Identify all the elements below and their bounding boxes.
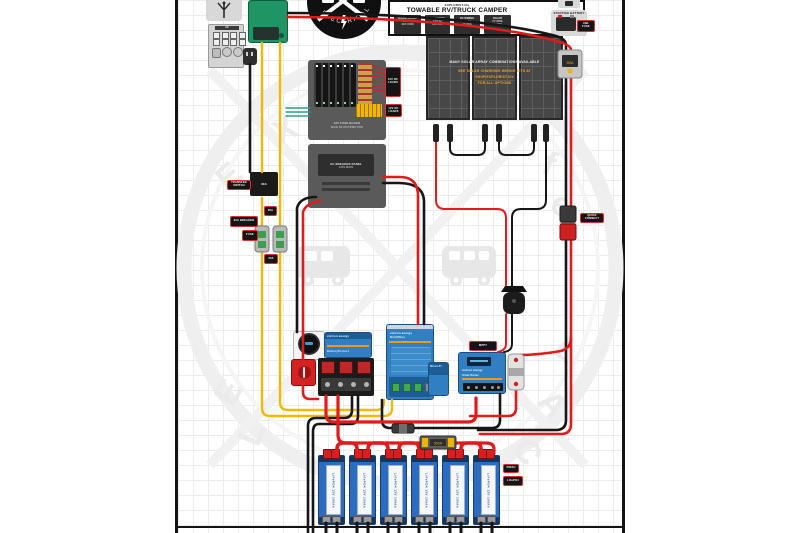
ac-breaker-inner: AC BREAKER PANEL 120V MAIN [318, 154, 374, 176]
shore-power-plug [243, 48, 257, 65]
solar-note: MANY SOLAR ARRAY COMBINATIONS AVAILABLE … [427, 60, 562, 85]
battery-monitor-gauge [298, 333, 320, 355]
dc-distribution-panel: 12V FUSE BLOCK MAIN DC DISTRIBUTION [308, 60, 386, 140]
battery-5: LiFePO4 12V 100Ah [442, 449, 469, 525]
device-name-text: BatteryProtect [327, 349, 350, 353]
legend-line: 10 AWG [493, 23, 502, 27]
antenna-icon [217, 1, 231, 18]
victron-battery-protect: victron energy BatteryProtect [324, 332, 372, 358]
title-small: EXPLORIST.life [444, 3, 470, 7]
legend-box-ac: AC WIRING 120V AC 12/2 AWG [425, 15, 450, 34]
legend-box-dc: DC WIRING 12V DC 2/0 AWG [454, 15, 480, 34]
alternator-box [558, 0, 580, 8]
orange-stripe [462, 378, 502, 380]
dc-panel-line1: 12V FUSE BLOCK [333, 121, 361, 125]
legend-line: 2/0 AWG [462, 23, 472, 27]
fuse-callout-label: FUSE [242, 230, 258, 241]
fuse-busbar-block [318, 358, 374, 396]
orange-stripe [327, 345, 369, 347]
amp-label-2: 30A [264, 254, 278, 264]
orange-stripe [389, 341, 431, 343]
victron-smartsolar-mppt: victron energy SmartSolar [458, 352, 506, 394]
legend-box-shore: SHORE POWER 120V AC 10/3 CORD [394, 15, 421, 34]
victron-brand-text: victron energy [327, 334, 350, 338]
ac-breaker-sub-text: 120V MAIN [338, 165, 354, 169]
solar-note-line1: MANY SOLAR ARRAY COMBINATIONS AVAILABLE [449, 60, 540, 64]
dc-panel-line2: MAIN DC DISTRIBUTION [331, 126, 363, 129]
bank-chemistry-label: LiFePO4 [503, 476, 523, 486]
mppt-terminals [463, 383, 503, 391]
breaker-row [213, 32, 246, 39]
battery-2: LiFePO4 12V 100Ah [349, 449, 376, 525]
page-title: TOWABLE RV/TRUCK CAMPER [406, 7, 508, 14]
alternator-icon [565, 1, 573, 6]
dc-loads-label-1: 12V DC LOADS [385, 67, 401, 97]
battery-label: LiFePO4 12V 100Ah [486, 472, 491, 508]
legend-box-solar: SOLAR PV WIRE 10 AWG [484, 15, 511, 34]
battery-6: LiFePO4 12V 100Ah [473, 449, 500, 525]
mppt-callout-label: MPPT [469, 341, 497, 351]
legend-line: 10/3 CORD [401, 23, 414, 27]
victron-orion-dcdc: Orion-Tr [428, 362, 449, 396]
ac-distribution-panel: AC [208, 24, 246, 68]
anl-fuse-label: ANL FUSE [577, 20, 595, 32]
outlet-square [212, 48, 221, 58]
breaker-row [213, 39, 246, 46]
victron-brand-text: victron energy [462, 369, 483, 372]
multiplus-face [391, 347, 431, 375]
solar-note-line4: FOR ALL OPTIONS [477, 81, 512, 85]
mppt-display [467, 357, 491, 366]
dc-loads-label-2: 12V DC LOADS [385, 104, 402, 117]
battery-label: LiFePO4 12V 100Ah [331, 472, 336, 508]
transfer-switch-text: 30A [260, 182, 268, 186]
solar-note-line2: SEE SOLAR CHARGING WIRING KITS AT [458, 69, 531, 73]
starting-battery-icon [556, 15, 576, 31]
dc-breaker-bank [314, 63, 356, 107]
legend-line: 12/2 AWG [432, 23, 443, 27]
battery-3: LiFePO4 12V 100Ah [380, 449, 407, 525]
battery-label: LiFePO4 12V 100Ah [455, 472, 460, 508]
ac-panel-header: AC [215, 26, 239, 30]
device-name-text: Orion-Tr [430, 365, 442, 368]
transfer-switch-label: TRANSFER SWITCH [227, 180, 251, 190]
device-name-text: SmartSolar [462, 373, 479, 377]
frame-bottom-line [178, 526, 622, 528]
battery-label: LiFePO4 12V 100Ah [362, 472, 367, 508]
switch-knob [297, 366, 311, 379]
legend-row: SHORE POWER 120V AC 10/3 CORD AC WIRING … [394, 15, 511, 34]
gauge-display [305, 342, 313, 345]
victron-multiplus-inverter: victron energy MultiPlus [386, 324, 434, 400]
device-knob [279, 33, 284, 38]
antenna-box [206, 0, 242, 21]
battery-1: LiFePO4 12V 100Ah [318, 449, 345, 525]
starting-battery-label: STARTING BATTERY [553, 11, 585, 15]
battery-disconnect-switch [291, 359, 316, 386]
quick-connect-label: QUICK CONNECT [580, 213, 604, 223]
amp-label-1: 30A [264, 206, 277, 216]
outlet-round [233, 47, 243, 57]
solar-note-line3: SHOP.EXPLORIST.life [475, 75, 514, 79]
multiplus-terminal-area [389, 377, 431, 397]
green-charger-device [248, 0, 288, 43]
transfer-switch: 30A [250, 172, 278, 196]
device-screen [253, 27, 279, 40]
dc-fuse-strip [358, 63, 372, 105]
outlet-round [222, 47, 232, 57]
device-name-text: MultiPlus [390, 335, 406, 339]
busbar-terminal-strip [321, 378, 371, 391]
battery-label: LiFePO4 12V 100Ah [424, 472, 429, 508]
breaker-callout-label: 30A BREAKER [230, 216, 258, 227]
bank-capacity-label: 600AH [503, 464, 519, 473]
battery-4: LiFePO4 12V 100Ah [411, 449, 438, 525]
battery-label: LiFePO4 12V 100Ah [393, 472, 398, 508]
dc-yellow-terminal-block [356, 104, 382, 117]
ac-breaker-panel: AC BREAKER PANEL 120V MAIN [308, 144, 386, 208]
